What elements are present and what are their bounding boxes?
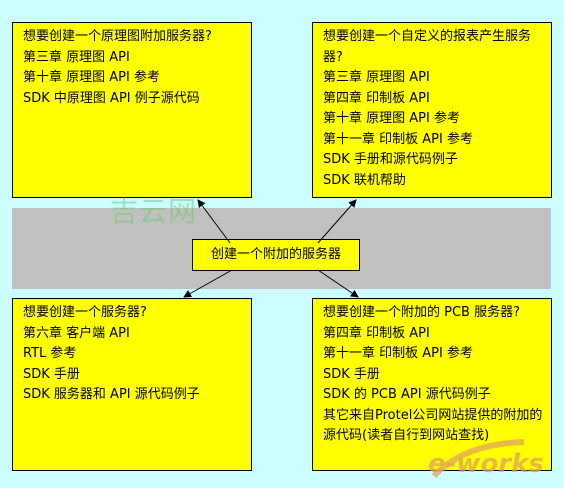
box-line: 第六章 客户端 API <box>23 325 130 341</box>
box-line: 第四章 印制板 API <box>323 90 430 106</box>
box-line: 第三章 原理图 API <box>323 70 430 85</box>
box-line: SDK 中原理图 API 例子源代码 <box>23 90 200 106</box>
box-line: 第十一章 印制板 API 参考 <box>323 131 473 147</box>
box-line: SDK 手册 <box>323 366 380 382</box>
box-line: 第十章 原理图 API 参考 <box>323 111 460 126</box>
box-line: 第十一章 印制板 API 参考 <box>323 346 473 361</box>
box-schematic-addon-server: 想要创建一个原理图附加服务器? 第三章 原理图 API 第十章 原理图 API … <box>12 22 252 198</box>
arrow-to-bottom-right <box>317 269 359 298</box>
watermark-site: 吉云网 <box>110 195 198 228</box>
box-title: 想要创建一个服务器? <box>23 305 147 320</box>
box-pcb-addon-server: 想要创建一个附加的 PCB 服务器? 第四章 印制板 API 第十一章 印制板 … <box>312 298 552 471</box>
box-title: 想要创建一个自定义的报表产生服务器? <box>323 29 532 65</box>
center-node: 创建一个附加的服务器 <box>192 239 360 271</box>
box-line: 其它来自Protel公司网站提供的附加的源代码(读者自行到网站查找) <box>323 407 543 444</box>
box-title: 想要创建一个附加的 PCB 服务器? <box>323 305 520 320</box>
box-line: 第十章 原理图 API 参考 <box>23 70 160 85</box>
arrow-to-top-right <box>317 199 357 244</box>
box-line: RTL 参考 <box>23 346 77 361</box>
box-title: 想要创建一个原理图附加服务器? <box>23 29 212 44</box>
box-create-server: 想要创建一个服务器? 第六章 客户端 API RTL 参考 SDK 手册 SDK… <box>12 298 252 471</box>
svg-text:e-works: e-works <box>428 449 544 479</box>
box-line: SDK 的 PCB API 源代码例子 <box>323 387 491 402</box>
arrow-to-top-left <box>197 199 231 244</box>
box-line: SDK 联机帮助 <box>323 172 406 188</box>
eworks-logo: e-works <box>428 439 544 479</box>
box-line: 第四章 印制板 API <box>323 325 430 341</box>
box-line: SDK 服务器和 API 源代码例子 <box>23 387 200 402</box>
box-line: SDK 手册 <box>23 366 80 382</box>
box-line: SDK 手册和源代码例子 <box>323 152 458 167</box>
box-line: 第三章 原理图 API <box>23 49 130 65</box>
arrow-to-bottom-left <box>183 269 233 298</box>
box-custom-report-server: 想要创建一个自定义的报表产生服务器? 第三章 原理图 API 第四章 印制板 A… <box>312 22 552 198</box>
